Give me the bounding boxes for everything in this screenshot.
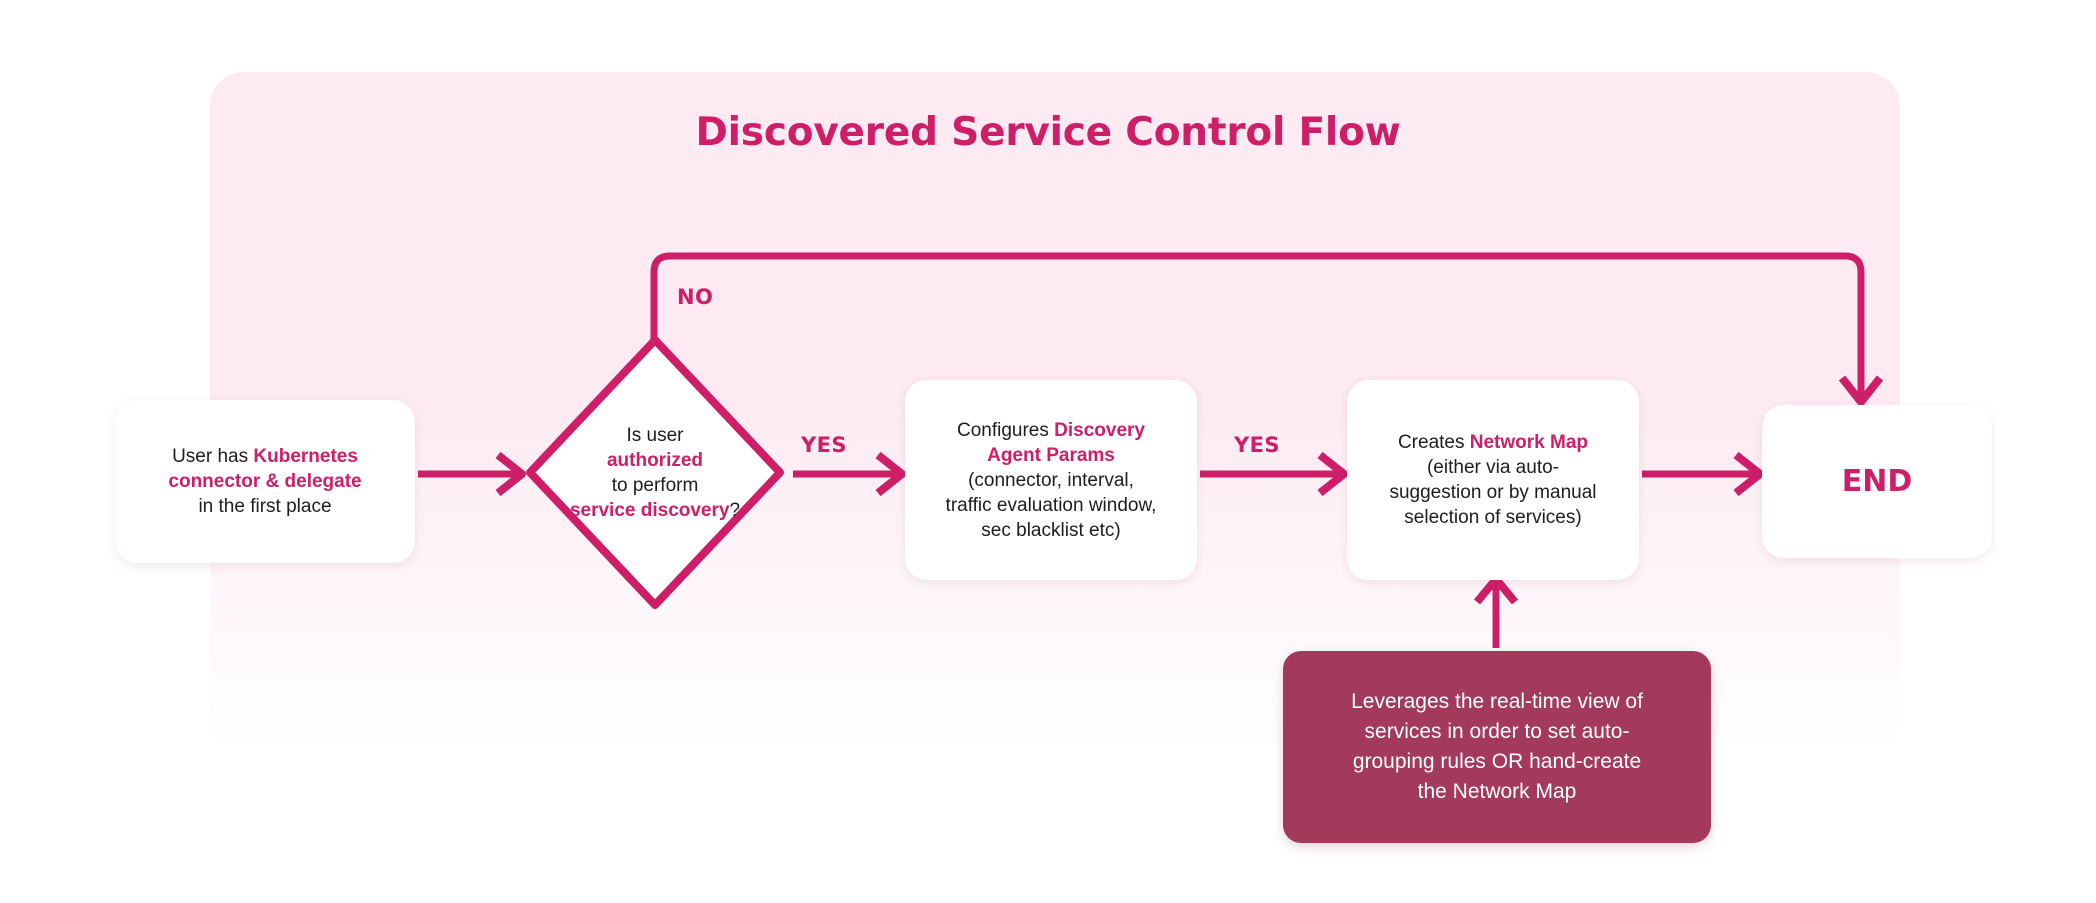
node-config-line3: (connector, interval, bbox=[968, 469, 1134, 491]
node-start[interactable]: User has Kubernetes connector & delegate… bbox=[115, 400, 415, 563]
node-config-line5: sec blacklist etc) bbox=[981, 519, 1121, 541]
node-create-network-map[interactable]: Creates Network Map (either via auto- su… bbox=[1347, 380, 1639, 580]
node-start-line2-highlight: connector & delegate bbox=[168, 471, 362, 492]
node-start-line1-plain: User has bbox=[172, 446, 254, 467]
node-end-label: END bbox=[1841, 464, 1913, 499]
node-start-text: User has Kubernetes connector & delegate… bbox=[168, 444, 361, 519]
node-note-line1: Leverages the real-time view of bbox=[1351, 690, 1643, 713]
node-start-line3: in the first place bbox=[198, 496, 332, 517]
node-config-line1-highlight: Discovery bbox=[1054, 419, 1145, 441]
edge-label-no: NO bbox=[677, 285, 714, 309]
node-map-line4: selection of services) bbox=[1404, 507, 1582, 528]
diamond-shape bbox=[526, 336, 784, 609]
page-title: Discovered Service Control Flow bbox=[695, 110, 1401, 155]
node-configure-discovery-agent[interactable]: Configures Discovery Agent Params (conne… bbox=[905, 380, 1197, 580]
node-decision-text: Is user authorized to perform service di… bbox=[546, 423, 764, 523]
node-config-line2-highlight: Agent Params bbox=[987, 444, 1115, 466]
node-note-line3: grouping rules OR hand-create bbox=[1352, 750, 1642, 773]
edge-label-yes-2: YES bbox=[1234, 433, 1280, 457]
edge-label-yes-1: YES bbox=[801, 433, 847, 457]
node-map-text: Creates Network Map (either via auto- su… bbox=[1389, 430, 1596, 530]
node-end[interactable]: END bbox=[1762, 405, 1992, 558]
node-decision-line4-highlight: service discovery bbox=[569, 499, 730, 521]
node-config-text: Configures Discovery Agent Params (conne… bbox=[946, 418, 1157, 543]
node-note-text: Leverages the real-time view of services… bbox=[1351, 687, 1643, 807]
node-note-line4: the Network Map bbox=[1417, 780, 1577, 803]
node-config-line4: traffic evaluation window, bbox=[945, 494, 1157, 516]
node-map-line3: suggestion or by manual bbox=[1389, 482, 1597, 503]
node-note-callout[interactable]: Leverages the real-time view of services… bbox=[1283, 651, 1711, 843]
node-start-line1-highlight: Kubernetes bbox=[253, 446, 358, 467]
node-map-line2: (either via auto- bbox=[1426, 457, 1559, 478]
node-map-line1-highlight: Network Map bbox=[1469, 432, 1589, 453]
node-decision-line1: Is user bbox=[626, 424, 684, 446]
node-decision-line4-tail: ? bbox=[729, 499, 741, 521]
node-config-line1-plain: Configures bbox=[956, 419, 1055, 441]
node-note-line2: services in order to set auto- bbox=[1364, 720, 1630, 743]
node-decision-line3: to perform bbox=[611, 474, 699, 496]
node-decision[interactable]: Is user authorized to perform service di… bbox=[520, 330, 790, 615]
node-decision-line2-highlight: authorized bbox=[606, 449, 704, 471]
node-map-line1-plain: Creates bbox=[1397, 432, 1470, 453]
